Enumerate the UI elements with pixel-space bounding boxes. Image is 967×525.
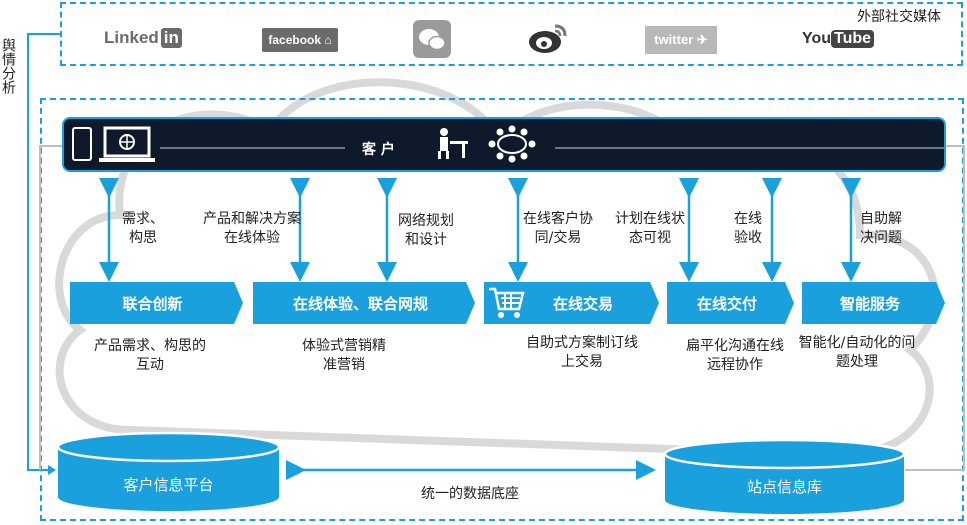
shopping-cart-icon: [487, 285, 525, 321]
external-media-box: [60, 2, 963, 66]
laptop-icon: [99, 126, 155, 164]
requirement-label-3: 网络规划和设计: [398, 213, 454, 248]
outcome-label-2: 体验式营销精准营销: [302, 338, 386, 373]
facebook-logo: facebook ⌂: [262, 28, 338, 52]
external-media-title: 外部社交媒体: [855, 6, 943, 26]
requirement-label-7: 自助解决问题: [860, 211, 902, 246]
requirement-label-1: 需求、构思: [122, 211, 164, 246]
customer-label: 客 户: [362, 142, 395, 158]
twitter-logo: twitter ✈: [645, 26, 717, 54]
sentiment-analysis-label: 舆情分析: [0, 38, 16, 94]
unified-data-foundation: 统一的数据底座: [421, 486, 519, 502]
site-info-database: 站点信息库: [746, 478, 822, 496]
customer-info-platform: 客户信息平台: [123, 476, 214, 494]
outcome-label-4: 扁平化沟通在线远程协作: [686, 338, 784, 373]
stage-shapes: [70, 282, 945, 324]
requirement-label-2: 产品和解决方案在线体验: [203, 211, 301, 246]
outcome-label-5: 智能化/自动化的问题处理: [798, 335, 916, 370]
vertical-arrows: [99, 178, 861, 282]
meeting-icon: [486, 124, 538, 164]
phone-icon: [72, 127, 92, 161]
desk-person-icon: [434, 126, 470, 162]
sentiment-connector: [27, 33, 60, 475]
customer-bar-decor: [160, 147, 944, 149]
stage-online-delivery: 在线交付: [696, 295, 757, 313]
outcome-label-3: 自助式方案制订线上交易: [526, 335, 638, 370]
customer-bar: [62, 117, 946, 172]
requirement-label-4: 在线客户协同/交易: [523, 211, 593, 246]
stage-smart-service: 智能服务: [839, 295, 900, 313]
requirement-label-5: 计划在线状态可视: [615, 211, 685, 246]
stage-joint-innovation: 联合创新: [122, 295, 183, 313]
wechat-icon: [413, 20, 451, 58]
stage-online-experience: 在线体验、联合网规: [292, 295, 428, 313]
requirement-label-6: 在线验收: [734, 211, 762, 246]
weibo-icon: [525, 20, 569, 56]
outcome-label-1: 产品需求、构思的互动: [94, 338, 206, 373]
stage-online-transaction: 在线交易: [552, 295, 613, 313]
